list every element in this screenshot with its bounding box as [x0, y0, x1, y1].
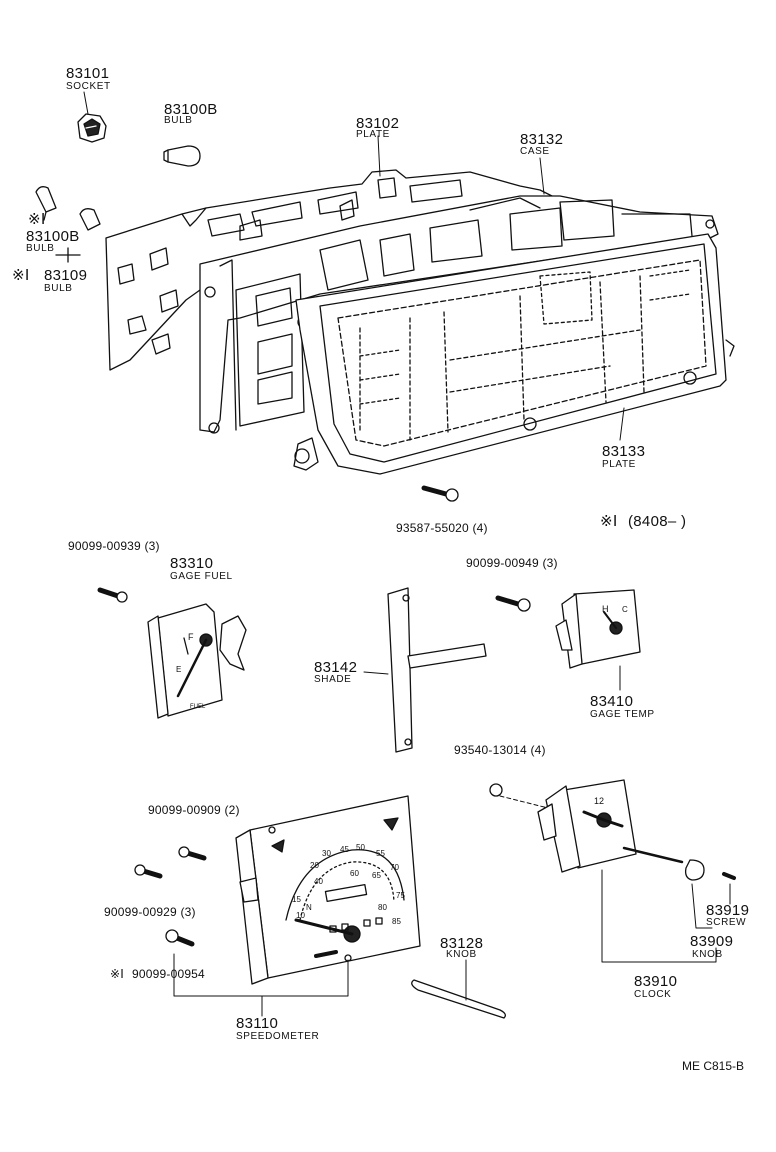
temp-h-mark: H: [602, 604, 609, 614]
part-number-83310: 83310: [170, 555, 214, 572]
fastener-90099-00954: 90099-00954: [132, 967, 205, 981]
part-number-83410: 83410: [590, 693, 634, 710]
speed-dial-number: 15: [292, 895, 301, 904]
fastener-90099-00939: 90099-00939 (3): [68, 539, 160, 553]
speed-dial-number: 45: [340, 845, 349, 854]
speed-dial-number: 65: [372, 871, 381, 880]
front-plate-83133: [293, 233, 735, 475]
part-number-83109: 83109: [44, 267, 88, 284]
fastener-90099-00909: 90099-00909 (2): [148, 803, 240, 817]
speed-dial-number: 30: [322, 849, 331, 858]
mark-90099-00954: ※Ⅰ: [110, 967, 124, 981]
part-number-83132: 83132: [520, 131, 564, 148]
fastener-93587-55020: 93587-55020 (4): [396, 521, 488, 535]
part-number-83100b-top: 83100B: [164, 101, 218, 118]
screw-93587: [421, 485, 459, 502]
part-number-83110: 83110: [236, 1015, 279, 1032]
part-name-shade: SHADE: [314, 674, 352, 685]
speed-dial-number: 50: [356, 843, 365, 852]
clock-12-mark: 12: [594, 796, 604, 806]
fuel-f-mark: F: [188, 632, 194, 642]
part-name-case: CASE: [520, 146, 550, 157]
part-name-plate-front: PLATE: [602, 459, 636, 470]
fastener-90099-00929: 90099-00929 (3): [104, 905, 196, 919]
part-name-bulb-left: BULB: [26, 243, 55, 254]
knob-83128: [411, 979, 506, 1019]
speed-dial-number: 40: [314, 877, 323, 886]
mark-83100b-left: ※Ⅰ: [28, 211, 46, 228]
note-text: (8408– ): [628, 513, 687, 530]
part-name-bulb-83109: BULB: [44, 283, 73, 294]
fuel-e-mark: E: [176, 665, 181, 674]
part-number-83128: 83128: [440, 935, 484, 952]
part-number-83133: 83133: [602, 443, 646, 460]
part-name-knob-83909: KNOB: [692, 949, 723, 960]
shade-83142: [387, 587, 487, 753]
bulb-83109: [79, 208, 101, 231]
part-number-83910: 83910: [634, 973, 678, 990]
speedometer-screws: [134, 846, 207, 947]
speed-dial-number: 55: [376, 849, 385, 858]
part-number-83919: 83919: [706, 902, 750, 919]
part-number-83102: 83102: [356, 115, 400, 132]
part-name-screw: SCREW: [706, 917, 747, 928]
part-name-bulb-top: BULB: [164, 115, 193, 126]
clock-83910: [489, 779, 736, 881]
speed-dial-number: 75: [396, 891, 405, 900]
speed-dial-number: 80: [378, 903, 387, 912]
fastener-93540-13014: 93540-13014 (4): [454, 743, 546, 757]
part-name-clock: CLOCK: [634, 989, 672, 1000]
bulb-83100b-top: [163, 145, 201, 167]
speed-dial-number: 70: [390, 863, 399, 872]
drawing-reference: ME C815-B: [682, 1059, 745, 1073]
speed-dial-number: 85: [392, 917, 401, 926]
part-name-gage-temp: GAGE TEMP: [590, 709, 655, 720]
part-name-gage-fuel: GAGE FUEL: [170, 571, 233, 582]
temp-c-mark: C: [622, 605, 628, 614]
speed-dial-number: 60: [350, 869, 359, 878]
speedometer-83110: [235, 795, 421, 985]
part-name-socket: SOCKET: [66, 81, 111, 92]
socket-83101: [77, 113, 107, 143]
part-number-83100b-left: 83100B: [26, 228, 80, 245]
fuel-gage-83310: [97, 587, 247, 719]
part-number-83101: 83101: [66, 65, 110, 82]
speed-dial-number: N: [306, 903, 312, 912]
speed-dial-number: 20: [310, 861, 319, 870]
part-number-83909: 83909: [690, 933, 734, 950]
part-name-speedometer: SPEEDOMETER: [236, 1031, 320, 1042]
part-name-plate-back: PLATE: [356, 129, 390, 140]
mark-83109: ※Ⅰ: [12, 267, 30, 284]
speed-dial-number: 10: [296, 911, 305, 920]
bulb-83100b-left: [35, 186, 57, 221]
part-name-knob-83128: KNOB: [446, 949, 477, 960]
part-number-83142: 83142: [314, 659, 358, 676]
temp-gage-83410: [495, 589, 641, 669]
note-mark: ※Ⅰ: [600, 513, 618, 530]
fuel-label-mark: FUEL: [190, 704, 206, 710]
fastener-90099-00949: 90099-00949 (3): [466, 556, 558, 570]
